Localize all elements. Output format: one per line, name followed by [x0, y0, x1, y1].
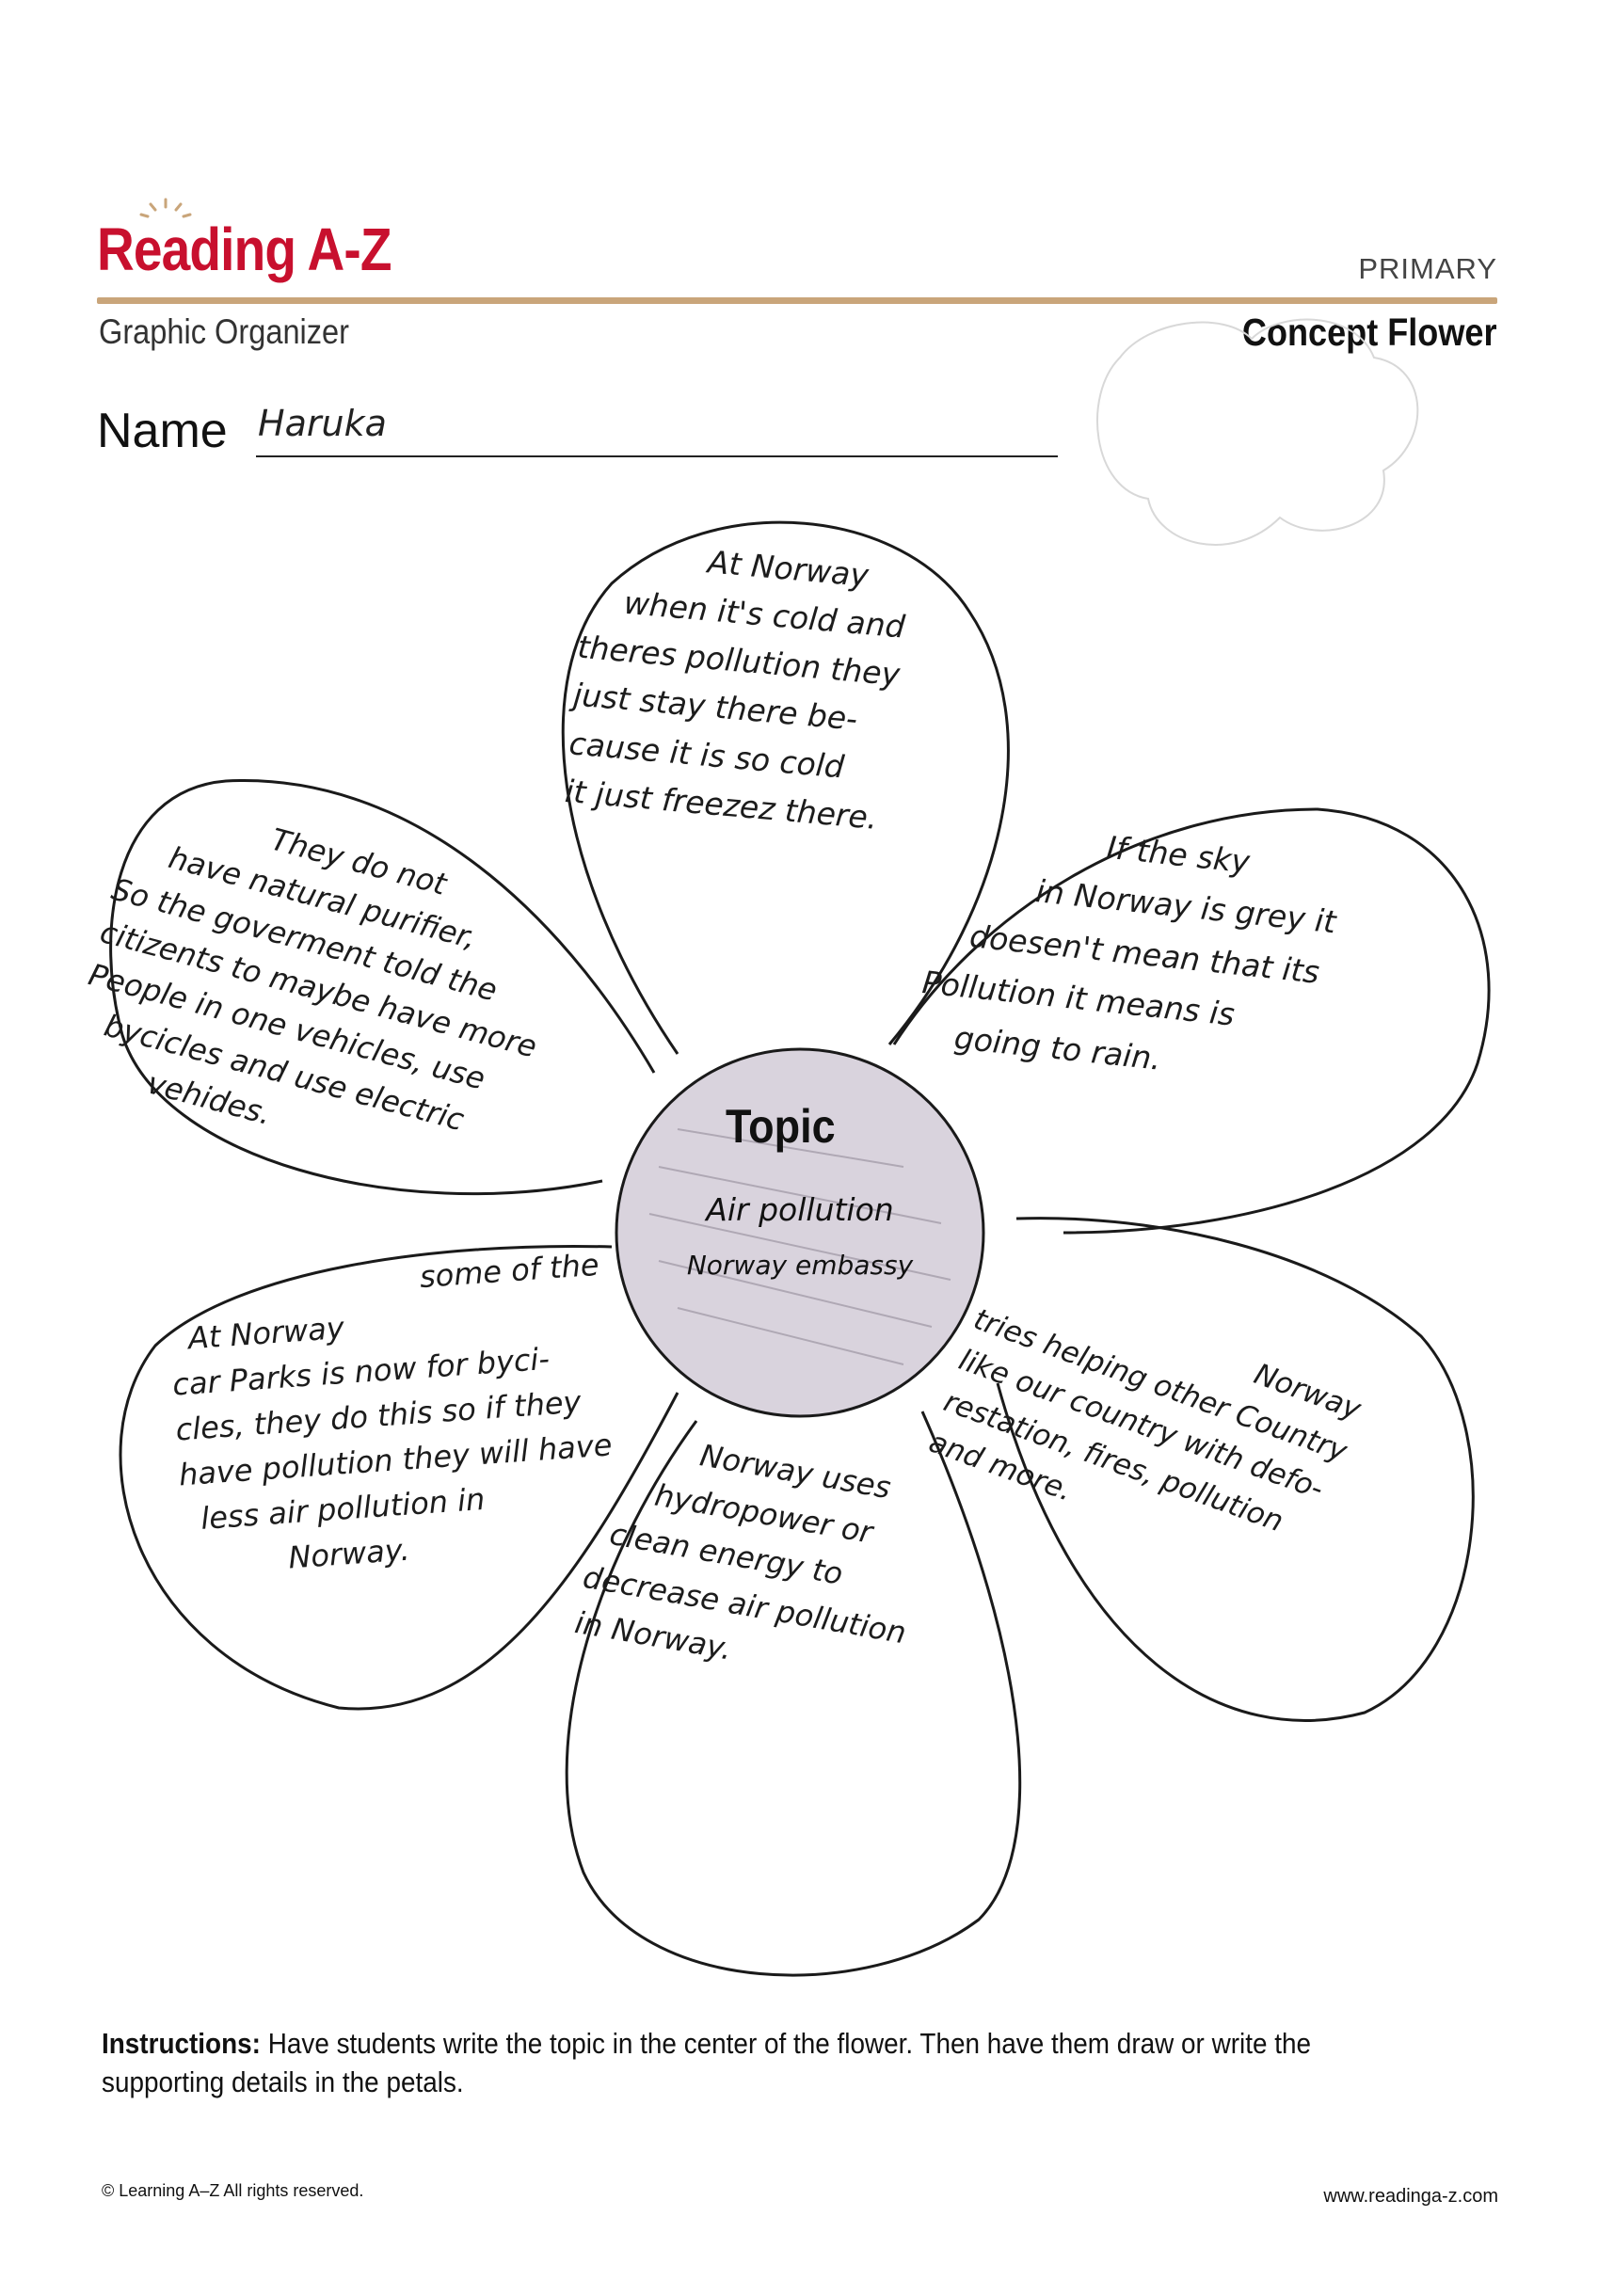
petal-top-text: At Norway when it's cold and theres poll… — [563, 527, 911, 843]
sun-rays-icon — [139, 198, 192, 218]
instructions-text: Have students write the topic in the cen… — [102, 2027, 1312, 2098]
petal-upper-right-outline — [892, 807, 1491, 1235]
center-topic-text: Air pollution Norway embassy — [659, 1181, 941, 1290]
website-link[interactable]: www.readinga-z.com — [1323, 2186, 1498, 2207]
petal-lower-left-text: some of the At Norway car Parks is now f… — [165, 1242, 620, 1587]
level-label: PRIMARY — [1358, 252, 1497, 285]
name-label: Name — [97, 404, 228, 458]
petal-upper-left-outline — [109, 779, 656, 1196]
petal-top-outline — [561, 520, 1010, 1055]
organizer-title: Concept Flower — [1242, 311, 1497, 354]
header-divider — [97, 297, 1497, 304]
name-underline — [256, 455, 1058, 457]
brand-logo: Reading A-Z — [97, 215, 392, 283]
center-circle — [615, 1047, 985, 1418]
petal-lower-right-outline — [996, 1217, 1475, 1722]
center-line: Norway embassy — [686, 1249, 914, 1281]
copyright: © Learning A–Z All rights reserved. — [102, 2181, 364, 2200]
petal-bottom-outline — [565, 1411, 1022, 1977]
subtitle: Graphic Organizer — [99, 312, 350, 351]
petal-lower-left-outline — [119, 1244, 679, 1711]
petal-upper-right-text: If the sky in Norway is grey it doesen't… — [915, 805, 1344, 1102]
center-line: Air pollution — [706, 1191, 894, 1228]
name-field[interactable]: Haruka — [258, 403, 387, 444]
center-topic-label: Topic — [726, 1100, 836, 1153]
instructions-label: Instructions: — [102, 2027, 261, 2060]
instructions: Instructions: Have students write the to… — [102, 2025, 1372, 2102]
